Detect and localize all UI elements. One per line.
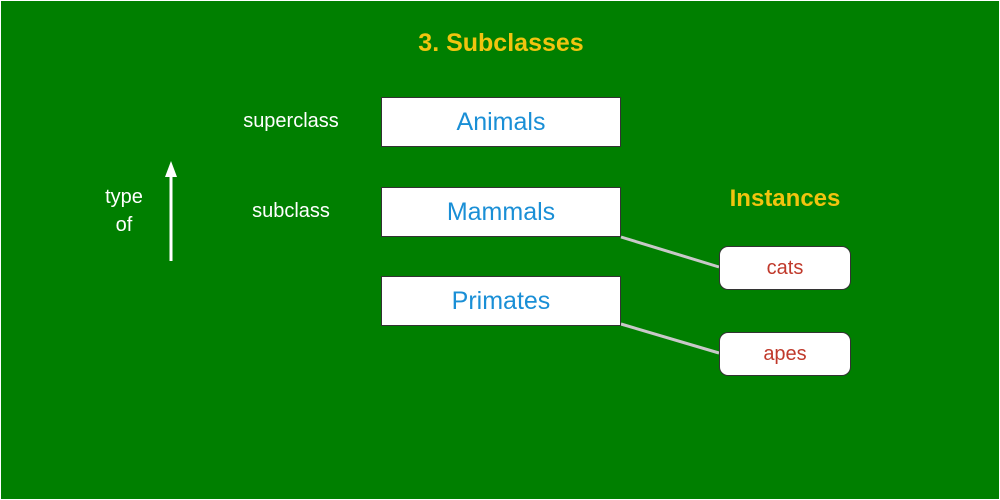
connector-mammals-cats — [620, 235, 720, 269]
class-box-mammals: Mammals — [381, 187, 621, 237]
class-label-primates: Primates — [451, 286, 551, 315]
subclass-label: subclass — [252, 200, 330, 222]
instance-label-cats: cats — [766, 256, 804, 279]
instance-label-apes: apes — [763, 342, 807, 365]
type-of-arrow-head — [165, 161, 177, 177]
class-box-animals: Animals — [381, 97, 621, 147]
type-of-label-line2: of — [115, 214, 133, 236]
instance-box-cats: cats — [719, 246, 851, 290]
instances-title: Instances — [729, 185, 841, 212]
superclass-label: superclass — [243, 110, 339, 132]
class-box-primates: Primates — [381, 276, 621, 326]
class-label-mammals: Mammals — [446, 197, 556, 226]
diagram-title: 3. Subclasses — [418, 29, 584, 57]
type-of-label-line1: type — [105, 186, 143, 208]
instance-box-apes: apes — [719, 332, 851, 376]
class-label-animals: Animals — [456, 107, 546, 136]
type-of-label: type of — [84, 183, 164, 239]
connector-primates-apes — [620, 322, 720, 355]
